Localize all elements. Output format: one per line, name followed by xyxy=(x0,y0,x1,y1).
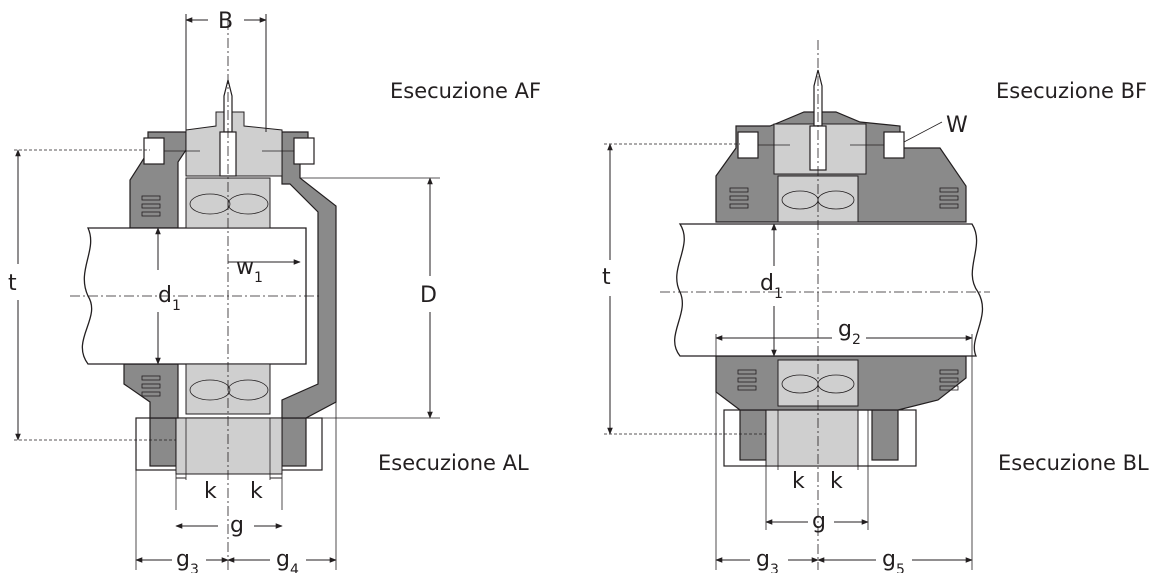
right-foot-left xyxy=(739,409,767,461)
right-label-g3: g3 xyxy=(756,547,779,573)
left-foot-right xyxy=(281,417,307,467)
right-label-g5: g5 xyxy=(882,547,905,573)
left-bolt-left xyxy=(143,137,165,165)
right-shaft xyxy=(674,223,984,357)
right-label-t: t xyxy=(602,265,611,290)
left-label-t: t xyxy=(8,271,17,296)
right-bolt-left xyxy=(737,131,759,159)
right-view: W t d1 g2 k k g g3 g5 xyxy=(602,40,990,573)
right-label-d1: d1 xyxy=(760,271,783,302)
left-label-B: B xyxy=(218,9,233,34)
right-label-W: W xyxy=(946,113,968,138)
right-label-k2: k xyxy=(830,469,843,494)
right-foot-right xyxy=(871,409,899,461)
right-label-g: g xyxy=(812,509,826,534)
left-label-D: D xyxy=(420,283,437,308)
right-foot-core xyxy=(765,409,859,467)
left-view: B t D d1 w1 k k g xyxy=(8,9,440,573)
caption-bl: Esecuzione BL xyxy=(998,451,1149,475)
left-bolt-right xyxy=(293,137,315,165)
left-label-k1: k xyxy=(204,479,217,504)
caption-al: Esecuzione AL xyxy=(378,451,529,475)
left-label-g3: g3 xyxy=(176,547,199,573)
right-label-g2: g2 xyxy=(838,317,861,348)
caption-bf: Esecuzione BF xyxy=(996,79,1147,103)
left-label-g4: g4 xyxy=(276,547,299,573)
left-label-k2: k xyxy=(250,479,263,504)
right-label-k1: k xyxy=(792,469,805,494)
left-foot-left xyxy=(149,417,177,467)
left-label-d1: d1 xyxy=(158,283,181,314)
caption-af: Esecuzione AF xyxy=(390,79,541,103)
right-bolt-right xyxy=(883,131,905,159)
left-label-w1: w1 xyxy=(236,255,263,286)
left-foot-core xyxy=(175,417,283,475)
left-label-g: g xyxy=(230,513,244,538)
left-housing-lower-left xyxy=(123,363,179,419)
